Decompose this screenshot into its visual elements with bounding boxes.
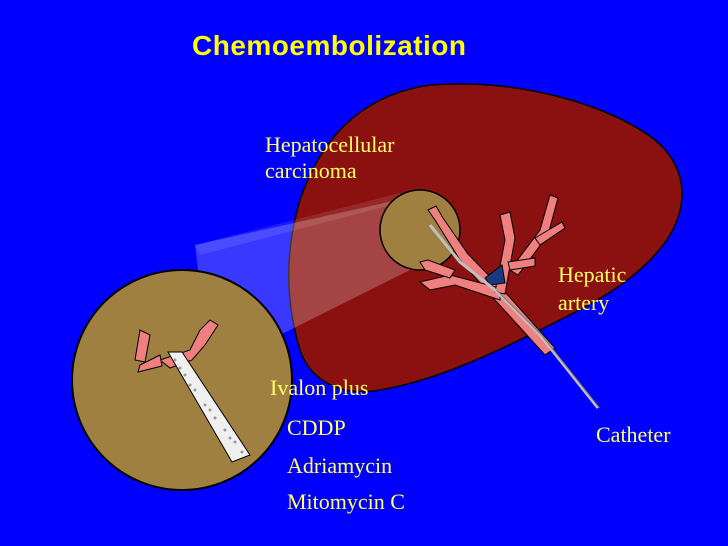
liver-shape bbox=[288, 83, 683, 393]
label-hepatic: Hepatic bbox=[558, 262, 627, 287]
label-artery: artery bbox=[558, 290, 610, 315]
tumor-magnified bbox=[71, 269, 293, 491]
slide-title: Chemoembolization bbox=[192, 30, 467, 61]
agent-item: Adriamycin bbox=[287, 453, 393, 478]
magnified-artery bbox=[134, 319, 251, 463]
agent-item: Mitomycin C bbox=[287, 489, 405, 514]
label-hepatocellular: Hepatocellular bbox=[265, 132, 395, 157]
label-carcinoma: carcinoma bbox=[265, 158, 357, 183]
label-catheter: Catheter bbox=[596, 422, 671, 447]
catheter-line bbox=[428, 224, 600, 409]
agent-item: CDDP bbox=[287, 415, 346, 440]
agents-heading: Ivalon plus bbox=[270, 375, 369, 400]
tumor-small bbox=[379, 189, 461, 271]
